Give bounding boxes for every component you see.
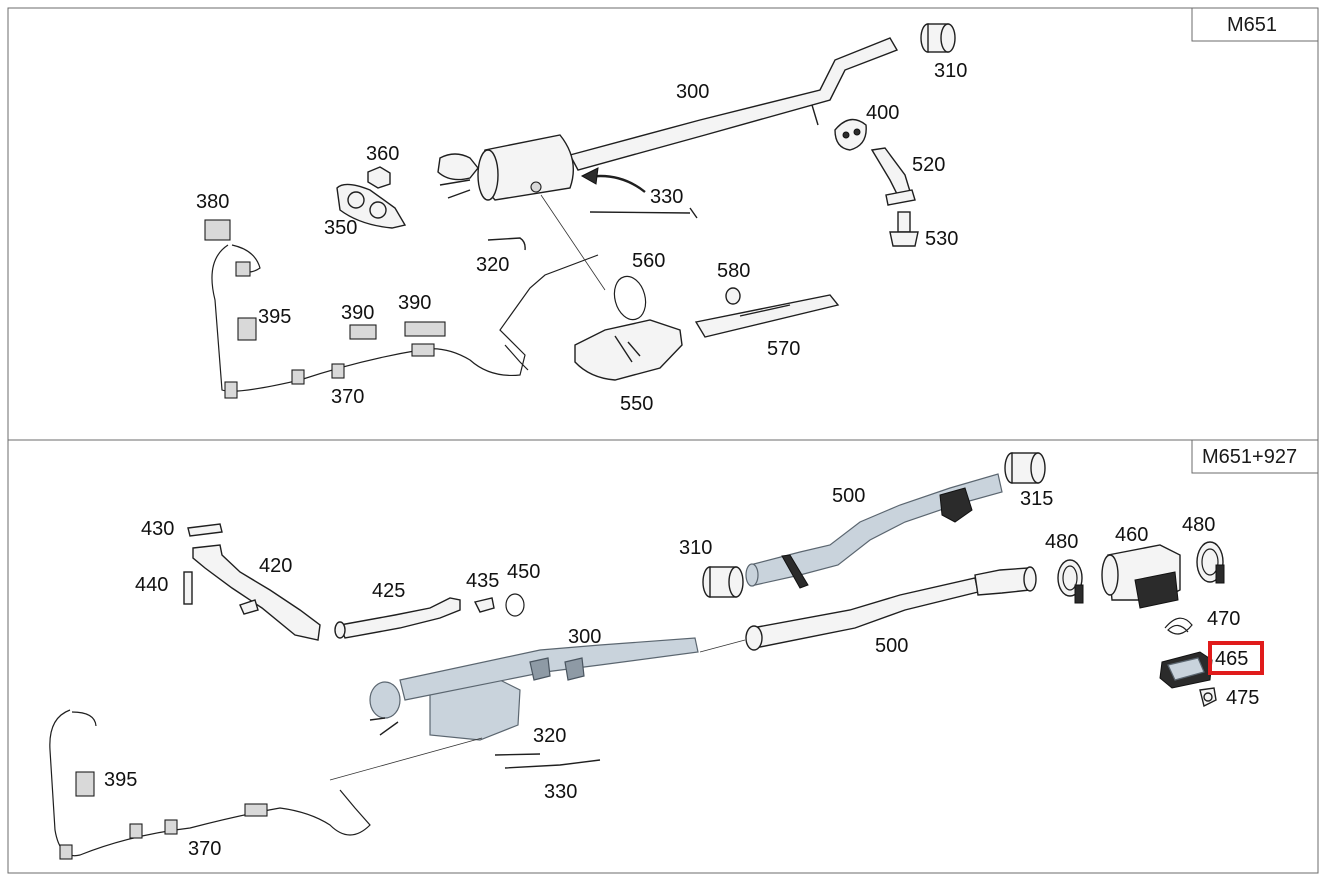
callout-480-a[interactable]: 480 — [1045, 531, 1078, 553]
callout-520[interactable]: 520 — [912, 154, 945, 176]
callout-475[interactable]: 475 — [1226, 687, 1259, 709]
heat-shield-icon[interactable] — [574, 319, 683, 381]
clip-580-icon[interactable] — [725, 287, 741, 305]
callout-400[interactable]: 400 — [866, 102, 899, 124]
callout-570[interactable]: 570 — [767, 338, 800, 360]
callout-310[interactable]: 310 — [934, 60, 967, 82]
callout-350[interactable]: 350 — [324, 217, 357, 239]
panel-top-tag: M651 — [1227, 14, 1277, 36]
spring-icon[interactable] — [1164, 617, 1193, 635]
ring-clamp-icon[interactable] — [610, 273, 650, 323]
callout-360[interactable]: 360 — [366, 143, 399, 165]
particle-filter-300-icon[interactable] — [369, 637, 699, 741]
clamp-435-icon[interactable] — [473, 597, 495, 613]
callout-435[interactable]: 435 — [466, 570, 499, 592]
callout-300-b[interactable]: 300 — [568, 626, 601, 648]
sensor-line-icon[interactable] — [487, 167, 698, 251]
callout-320-b[interactable]: 320 — [533, 725, 566, 747]
callout-310-b[interactable]: 310 — [679, 537, 712, 559]
exhaust-pipe-500-lower-icon[interactable] — [745, 566, 1037, 651]
panel-top-tag-box — [1191, 7, 1319, 42]
sensor-line-bottom-icon[interactable] — [494, 753, 601, 769]
clamp-450-icon[interactable] — [505, 593, 525, 617]
panel-bottom: M651+927 — [7, 439, 1319, 874]
callout-530[interactable]: 530 — [925, 228, 958, 250]
panel-bottom-tag: M651+927 — [1202, 446, 1297, 468]
callout-465[interactable]: 465 — [1215, 648, 1248, 670]
bracket-icon[interactable] — [870, 147, 916, 206]
callout-480-b[interactable]: 480 — [1182, 514, 1215, 536]
clamp-310-icon[interactable] — [702, 566, 744, 598]
callout-420[interactable]: 420 — [259, 555, 292, 577]
bolt-icon[interactable] — [889, 211, 919, 247]
downpipe-420-icon[interactable] — [192, 544, 321, 641]
stud-440-icon[interactable] — [183, 571, 193, 605]
gasket-icon[interactable] — [336, 183, 407, 229]
exhaust-pipe-500-upper-icon[interactable] — [745, 473, 1003, 589]
highlight-box-465 — [1208, 641, 1264, 675]
clamp-480-a-icon[interactable] — [1057, 559, 1084, 604]
callout-425[interactable]: 425 — [372, 580, 405, 602]
exhaust-flap-icon[interactable] — [1101, 544, 1181, 609]
callout-500-a[interactable]: 500 — [832, 485, 865, 507]
rubber-mount-icon[interactable] — [834, 118, 867, 151]
callout-560[interactable]: 560 — [632, 250, 665, 272]
callout-470[interactable]: 470 — [1207, 608, 1240, 630]
callout-315[interactable]: 315 — [1020, 488, 1053, 510]
callout-395-b[interactable]: 395 — [104, 769, 137, 791]
callout-330[interactable]: 330 — [650, 186, 683, 208]
callout-460[interactable]: 460 — [1115, 524, 1148, 546]
actuator-icon[interactable] — [1159, 651, 1213, 689]
callout-580[interactable]: 580 — [717, 260, 750, 282]
panel-top: M651 — [7, 7, 1319, 441]
callouts-bottom: 500 315 430 420 310 480 460 480 440 425 … — [104, 485, 1259, 860]
callouts-top: 310 300 400 360 520 380 330 350 530 320 … — [196, 60, 967, 415]
callout-500-b[interactable]: 500 — [875, 635, 908, 657]
nut-icon[interactable] — [367, 166, 391, 189]
heat-shield-570-icon[interactable] — [694, 294, 840, 338]
callout-430[interactable]: 430 — [141, 518, 174, 540]
callout-440[interactable]: 440 — [135, 574, 168, 596]
bolt-475-icon[interactable] — [1199, 687, 1217, 708]
callout-550[interactable]: 550 — [620, 393, 653, 415]
callout-450[interactable]: 450 — [507, 561, 540, 583]
sensor-harness-bottom-icon[interactable] — [49, 709, 371, 860]
callout-390-a[interactable]: 390 — [341, 302, 374, 324]
particle-filter-icon[interactable] — [437, 134, 574, 201]
pipe-425-icon[interactable] — [334, 597, 461, 639]
callout-380[interactable]: 380 — [196, 191, 229, 213]
panel-bottom-tag-box — [1191, 439, 1319, 474]
callout-370[interactable]: 370 — [331, 386, 364, 408]
callout-300[interactable]: 300 — [676, 81, 709, 103]
callout-390-b[interactable]: 390 — [398, 292, 431, 314]
clamp-315-icon[interactable] — [1004, 452, 1046, 484]
callout-330-b[interactable]: 330 — [544, 781, 577, 803]
callout-320[interactable]: 320 — [476, 254, 509, 276]
callout-395[interactable]: 395 — [258, 306, 291, 328]
clamp-icon[interactable] — [920, 23, 956, 53]
exhaust-pipe-icon[interactable] — [568, 37, 899, 171]
sensor-harness-icon[interactable] — [204, 219, 599, 399]
clamp-480-b-icon[interactable] — [1196, 541, 1225, 584]
gasket-430-icon[interactable] — [187, 523, 223, 537]
callout-370-b[interactable]: 370 — [188, 838, 221, 860]
